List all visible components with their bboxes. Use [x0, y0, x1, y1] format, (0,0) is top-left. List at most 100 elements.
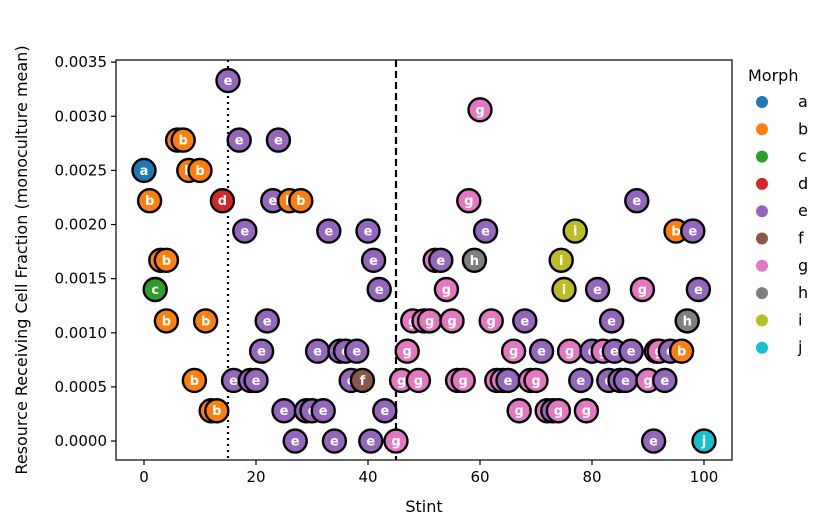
y-tick-label: 0.0010: [55, 324, 108, 342]
data-point-i: [551, 276, 577, 303]
data-point-g: [523, 367, 549, 394]
data-point-label: g: [464, 194, 473, 209]
points: abcbbbbbbbbbbbdeeeeeeeeeeebebeeeeeeeeeef…: [131, 67, 717, 454]
data-point-label: g: [487, 314, 496, 329]
y-tick-label: 0.0005: [55, 378, 108, 396]
legend-marker-c: [756, 150, 768, 163]
data-point-label: f: [360, 374, 366, 389]
data-point-g: [500, 338, 527, 364]
data-point-label: e: [621, 374, 630, 389]
data-point-label: b: [145, 194, 154, 209]
data-point-i: [562, 218, 588, 244]
legend-title: Morph: [748, 66, 798, 85]
legend-label: e: [798, 201, 808, 220]
data-point-e: [428, 247, 454, 273]
data-point-g: [545, 398, 572, 424]
data-point-b: [668, 338, 695, 364]
data-point-g: [467, 97, 493, 123]
x-axis: 0 20 40 60 80 100: [139, 460, 718, 486]
data-point-b: [192, 308, 219, 334]
legend-marker-f: [756, 232, 768, 245]
x-tick-label: 0: [139, 468, 149, 486]
data-point-label: g: [403, 345, 412, 360]
data-point-label: e: [291, 435, 300, 450]
data-point-label: g: [554, 404, 563, 419]
data-point-e: [265, 127, 292, 153]
data-point-label: e: [649, 435, 658, 450]
data-point-e: [618, 338, 644, 364]
legend-marker-a: [756, 96, 768, 108]
x-tick-label: 100: [690, 468, 719, 486]
data-point-label: g: [475, 103, 484, 118]
data-point-label: b: [162, 254, 171, 269]
data-point-label: e: [632, 194, 641, 209]
data-point-e: [310, 398, 336, 424]
x-tick-label: 80: [582, 468, 601, 486]
data-point-label: e: [520, 314, 529, 329]
data-point-label: g: [643, 374, 652, 389]
data-point-label: e: [252, 374, 261, 389]
data-point-e: [685, 276, 712, 303]
data-point-a: [131, 157, 157, 184]
x-tick-label: 60: [470, 468, 489, 486]
data-point-label: e: [537, 345, 546, 360]
data-point-b: [204, 398, 230, 424]
data-point-e: [254, 308, 280, 334]
data-point-b: [153, 308, 180, 334]
data-point-e: [232, 218, 258, 244]
data-point-label: g: [391, 435, 400, 450]
x-tick-label: 40: [358, 468, 377, 486]
data-point-label: e: [688, 225, 697, 240]
data-point-label: g: [442, 283, 451, 298]
data-point-e: [652, 367, 678, 394]
data-point-label: e: [257, 345, 266, 360]
data-point-e: [472, 218, 499, 244]
y-axis: 0.00000.00050.00100.00150.00200.00250.00…: [55, 53, 116, 450]
data-point-e: [640, 428, 667, 454]
data-point-d: [209, 188, 236, 214]
data-point-e: [528, 338, 555, 364]
axes-border: [115, 59, 733, 461]
legend-marker-b: [756, 123, 768, 136]
data-point-label: e: [375, 283, 384, 298]
data-point-g: [450, 367, 476, 394]
data-point-e: [584, 276, 611, 303]
data-point-label: e: [352, 345, 361, 360]
data-point-e: [360, 247, 387, 273]
data-point-e: [282, 428, 308, 454]
data-point-label: e: [369, 254, 378, 269]
data-point-i: [548, 247, 574, 273]
data-point-label: e: [504, 374, 513, 389]
data-point-label: e: [324, 225, 333, 240]
legend-marker-i: [756, 314, 768, 327]
y-axis-label: Resource Receiving Cell Fraction (monocu…: [12, 45, 31, 474]
x-tick-label: 20: [246, 468, 265, 486]
data-point-label: j: [701, 435, 706, 450]
legend-marker-g: [756, 259, 768, 272]
data-point-g: [478, 308, 504, 334]
data-point-label: e: [274, 134, 283, 149]
data-point-b: [288, 188, 314, 214]
data-point-label: e: [263, 314, 272, 329]
data-point-f: [349, 367, 376, 394]
data-point-label: b: [201, 314, 210, 329]
x-axis-label: Stint: [405, 497, 442, 516]
data-point-label: e: [364, 225, 373, 240]
data-point-g: [439, 308, 465, 334]
data-point-c: [142, 276, 168, 303]
data-point-label: i: [559, 254, 563, 269]
data-point-label: e: [694, 283, 703, 298]
legend-label: b: [798, 119, 808, 138]
data-point-label: b: [190, 374, 199, 389]
data-point-label: e: [436, 254, 445, 269]
data-point-label: h: [683, 314, 692, 329]
data-point-label: i: [573, 225, 577, 240]
data-point-label: e: [380, 404, 389, 419]
data-point-g: [506, 398, 532, 424]
data-point-label: e: [319, 404, 328, 419]
data-point-g: [573, 398, 600, 424]
data-point-e: [512, 308, 538, 334]
data-point-g: [433, 276, 460, 303]
data-point-label: g: [459, 374, 468, 389]
